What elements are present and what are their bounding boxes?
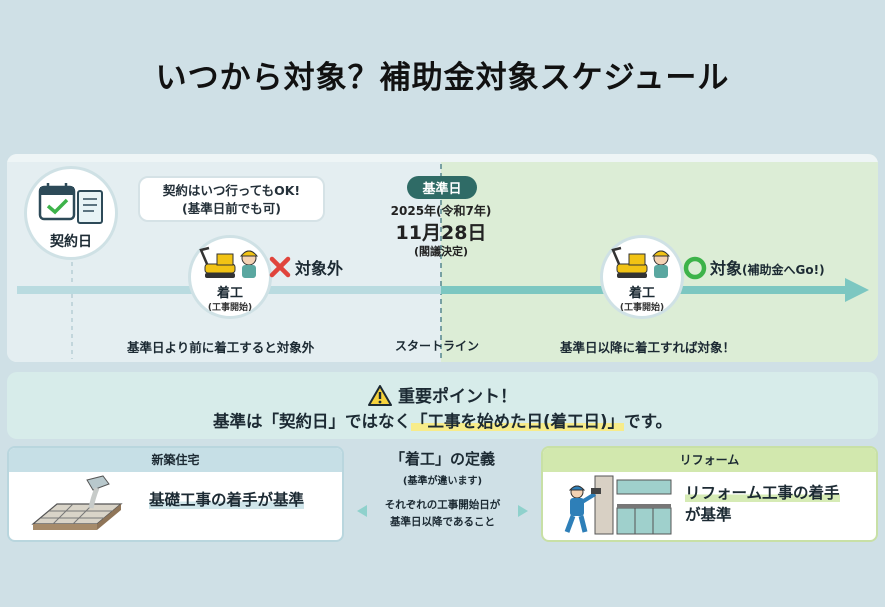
kijunbi-date: 11月28日 xyxy=(395,222,487,244)
calendar-check-icon xyxy=(38,183,103,224)
start-circle-after: 着工 (工事開始) xyxy=(600,235,684,319)
right-triangle-icon xyxy=(518,505,528,517)
definition-sub: (基準が違います) xyxy=(402,476,483,487)
important-point-text: 基準は「契約日」ではなく「工事を始めた日(着工日)」です。 xyxy=(213,412,672,431)
definition-line1: それぞれの工事開始日が xyxy=(384,499,501,511)
warning-icon xyxy=(368,385,392,406)
ok-circle-icon xyxy=(683,256,707,280)
important-point-heading: 重要ポイント！ xyxy=(398,387,517,407)
definition-title: 「着工」の定義 xyxy=(389,450,495,468)
reform-card: リフォーム リフォーム工事の着手 が基準 xyxy=(541,446,878,542)
page-title: いつから対象？補助金対象スケジュール xyxy=(155,60,730,96)
timeline-panel: 契約日 契約はいつ行ってもOK! (基準日前でも可) 基準日 2025年(令和7… xyxy=(7,154,878,362)
start-line-caption: スタートライン xyxy=(395,339,480,353)
in-scope-note: (補助金へGo!) xyxy=(742,263,825,277)
new-house-card: 新築住宅 基礎工事の着手が基準 xyxy=(7,446,344,542)
new-house-header: 新築住宅 xyxy=(9,448,342,472)
contract-date-circle: 契約日 xyxy=(24,166,118,260)
foundation-pour-icon xyxy=(31,475,123,530)
new-house-text: 基礎工事の着手が基準 xyxy=(149,491,305,509)
kijunbi-note: (閣議決定) xyxy=(413,245,469,258)
definition-block: 「着工」の定義 (基準が違います) それぞれの工事開始日が 基準日以降であること xyxy=(350,448,535,544)
left-triangle-icon xyxy=(357,505,367,517)
excavator-worker-icon xyxy=(199,246,259,278)
reform-text-line2: が基準 xyxy=(685,506,732,524)
reform-text-line1: リフォーム工事の着手 xyxy=(685,484,840,502)
contract-bubble: 契約はいつ行ってもOK! (基準日前でも可) xyxy=(138,176,325,222)
important-point-panel: 重要ポイント！ 基準は「契約日」ではなく「工事を始めた日(着工日)」です。 xyxy=(7,372,878,439)
reform-header: リフォーム xyxy=(543,448,876,472)
excavator-worker-icon xyxy=(611,246,671,278)
start-circle-before: 着工 (工事開始) xyxy=(188,235,272,319)
contract-date-label: 契約日 xyxy=(50,234,92,250)
kijunbi-tag: 基準日 xyxy=(407,176,477,199)
after-caption: 基準日以降に着工すれば対象！ xyxy=(560,340,736,355)
kijunbi-year: 2025年(令和7年) xyxy=(390,204,492,218)
cross-icon xyxy=(269,256,291,278)
renovation-worker-icon xyxy=(564,475,672,535)
before-caption: 基準日より前に着工すると対象外 xyxy=(127,340,315,355)
out-of-scope-label: 対象外 xyxy=(295,259,344,278)
in-scope-label: 対象 xyxy=(710,259,743,278)
definition-line2: 基準日以降であること xyxy=(390,516,495,528)
